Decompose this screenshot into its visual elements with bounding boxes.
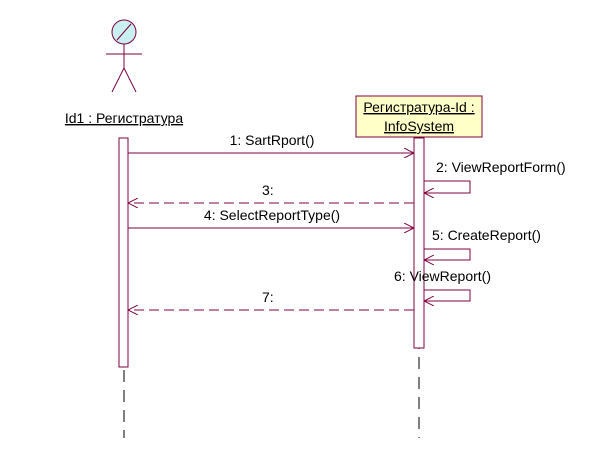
- actor-label: Id1 : Регистратура: [65, 110, 183, 126]
- message-7: 7:: [128, 289, 414, 310]
- message-1-label: 1: SartRport(): [230, 132, 315, 148]
- object-box: Регистратура-Id : InfoSystem: [355, 95, 483, 138]
- object-label-line1: Регистратура-Id :: [363, 99, 474, 115]
- message-6: 6: ViewReport(): [394, 268, 491, 301]
- message-7-label: 7:: [262, 289, 274, 305]
- message-6-label: 6: ViewReport(): [394, 268, 491, 284]
- object-activation-bar: [413, 137, 425, 349]
- message-4: 4: SelectReportType(): [128, 207, 414, 228]
- message-3-label: 3:: [262, 182, 274, 198]
- stick-figure-actor-icon: [106, 19, 142, 93]
- actor-activation-bar: [118, 137, 129, 368]
- message-1: 1: SartRport(): [128, 132, 414, 153]
- actor-right-leg: [123, 67, 137, 93]
- message-4-label: 4: SelectReportType(): [204, 207, 340, 223]
- message-3: 3:: [128, 182, 414, 203]
- message-2: 2: ViewReportForm(): [424, 159, 566, 193]
- message-5-label: 5: CreateReport(): [432, 227, 541, 243]
- message-5: 5: CreateReport(): [424, 227, 541, 260]
- actor-left-leg: [111, 67, 125, 93]
- message-2-label: 2: ViewReportForm(): [436, 159, 566, 175]
- actor-head-slash: [116, 23, 132, 41]
- object-label-line2: InfoSystem: [384, 118, 454, 134]
